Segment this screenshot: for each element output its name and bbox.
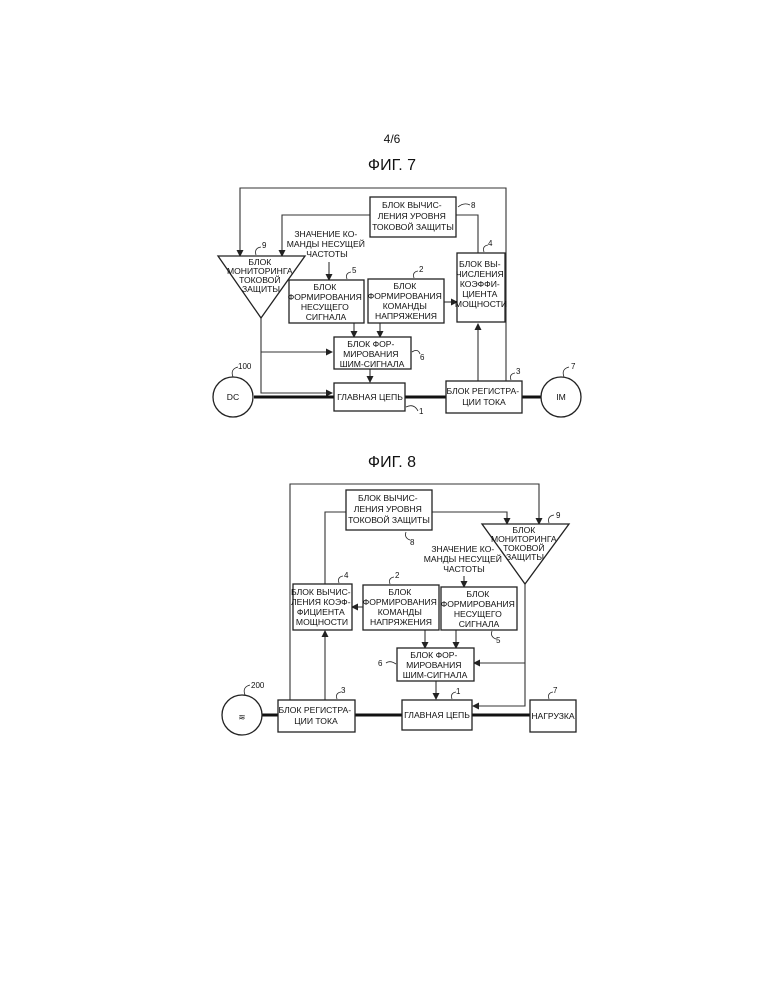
fig7-im-motor (540, 376, 582, 418)
fig7-title: ФИГ. 7 (368, 157, 416, 174)
fig7-block-3-label: БЛОК РЕГИСТРА- ЦИИ ТОКА (447, 386, 522, 407)
page-number: 4/6 (384, 132, 401, 146)
fig7-block-6-label: БЛОК ФОР- МИРОВАНИЯ ШИМ-СИГНАЛА (340, 339, 405, 369)
fig8-ref-6: 6 (378, 659, 383, 668)
fig7-ref-5: 5 (352, 266, 357, 275)
fig8-ref-4: 4 (344, 571, 349, 580)
fig7-block-4 (456, 252, 506, 323)
fig7-ref-9: 9 (262, 241, 267, 250)
fig8-block-4-label: БЛОК ВЫЧИС- ЛЕНИЯ КОЭФ- ФИЦИЕНТА МОЩНОСТ… (291, 587, 353, 627)
fig7-line-4-to-8 (456, 214, 479, 253)
fig8-line-4-to-8 (324, 511, 346, 584)
fig7-im-label: IM (556, 392, 566, 402)
fig8-ref-8: 8 (410, 538, 415, 547)
fig7-ref-3: 3 (516, 367, 521, 376)
fig8-feedback-line (289, 483, 543, 700)
fig8-load (529, 699, 577, 733)
fig8-block-3-label: БЛОК РЕГИСТРА- ЦИИ ТОКА (279, 705, 354, 726)
fig8-block-9-label: БЛОК МОНИТОРИНГА ТОКОВОЙ ЗАЩИТЫ (491, 525, 559, 562)
fig7-block-8-label: БЛОК ВЫЧИС- ЛЕНИЯ УРОВНЯ ТОКОВОЙ ЗАЩИТЫ (372, 200, 454, 232)
fig8-block-5-label: БЛОК ФОРМИРОВАНИЯ НЕСУЩЕГО СИГНАЛА (441, 589, 518, 629)
fig8-ac-wave-icon: ≋ (238, 712, 245, 722)
fig7-block-1 (333, 382, 406, 412)
fig8-ref-200: 200 (251, 681, 265, 690)
fig7-ref-2: 2 (419, 265, 424, 274)
fig7-line-9-to-1 (260, 318, 333, 397)
fig7-block-3 (445, 380, 523, 414)
fig7-block-9-label: БЛОК МОНИТОРИНГА ТОКОВОЙ ЗАЩИТЫ (227, 257, 295, 294)
fig8-line-8-to-9 (432, 511, 511, 525)
fig8-ref-2: 2 (395, 571, 400, 580)
fig8-carrier-label: ЗНАЧЕНИЕ КО- МАНДЫ НЕСУЩЕЙ ЧАСТОТЫ (424, 544, 505, 574)
fig7-line-8-to-9 (278, 214, 370, 257)
fig7-block-9 (216, 255, 307, 320)
fig7-block-4-label: БЛОК ВЫ- ЧИСЛЕНИЯ КОЭФФИ- ЦИЕНТА МОЩНОСТ… (455, 259, 507, 309)
fig8-block-3 (277, 699, 356, 733)
fig8-block-1-label: ГЛАВНАЯ ЦЕПЬ (404, 710, 470, 720)
fig7-feedback-line (236, 187, 507, 393)
fig8-ref-7: 7 (553, 686, 558, 695)
fig7-block-6 (333, 336, 412, 370)
fig8-block-6-label: БЛОК ФОР- МИРОВАНИЯ ШИМ-СИГНАЛА (403, 650, 468, 680)
fig8-block-2-label: БЛОК ФОРМИРОВАНИЯ КОМАНДЫ НАПРЯЖЕНИЯ (363, 587, 440, 627)
fig7-dc-label: DC (227, 392, 239, 402)
fig8-block-2 (362, 584, 440, 631)
fig7-ref-100: 100 (238, 362, 252, 371)
fig8-block-8-label: БЛОК ВЫЧИС- ЛЕНИЯ УРОВНЯ ТОКОВОЙ ЗАЩИТЫ (348, 493, 430, 525)
fig7-block-5-label: БЛОК ФОРМИРОВАНИЯ НЕСУЩЕГО СИГНАЛА (288, 282, 365, 322)
fig8-diagram: БЛОК ВЫЧИС- ЛЕНИЯ УРОВНЯ ТОКОВОЙ ЗАЩИТЫ … (221, 483, 577, 736)
fig8-ref-9: 9 (556, 511, 561, 520)
fig8-title: ФИГ. 8 (368, 454, 416, 471)
fig8-ac-source (221, 694, 263, 736)
fig8-block-9 (480, 523, 571, 586)
fig8-block-4 (292, 583, 353, 631)
fig7-block-2-label: БЛОК ФОРМИРОВАНИЯ КОМАНДЫ НАПРЯЖЕНИЯ (368, 281, 445, 321)
fig7-block-1-label: ГЛАВНАЯ ЦЕПЬ (337, 392, 403, 402)
fig7-carrier-label: ЗНАЧЕНИЕ КО- МАНДЫ НЕСУЩЕЙ ЧАСТОТЫ (287, 229, 368, 259)
fig8-block-8 (345, 489, 433, 531)
fig8-block-1 (401, 699, 473, 731)
fig8-ref-1: 1 (456, 687, 461, 696)
fig8-line-9-to-1 (472, 584, 526, 710)
fig7-block-8 (369, 196, 457, 238)
fig7-diagram: БЛОК ВЫЧИС- ЛЕНИЯ УРОВНЯ ТОКОВОЙ ЗАЩИТЫ … (212, 187, 582, 418)
fig8-ref-3: 3 (341, 686, 346, 695)
fig8-block-6 (396, 647, 475, 682)
fig7-ref-6: 6 (420, 353, 425, 362)
fig7-ref-1: 1 (419, 407, 424, 416)
fig8-load-label: НАГРУЗКА (531, 711, 575, 721)
fig8-ref-5: 5 (496, 636, 501, 645)
fig8-block-5 (440, 586, 518, 631)
fig7-ref-8: 8 (471, 201, 476, 210)
fig7-ref-7: 7 (571, 362, 576, 371)
fig7-block-5 (288, 279, 365, 324)
fig7-ref-4: 4 (488, 239, 493, 248)
fig7-block-2 (367, 278, 445, 324)
